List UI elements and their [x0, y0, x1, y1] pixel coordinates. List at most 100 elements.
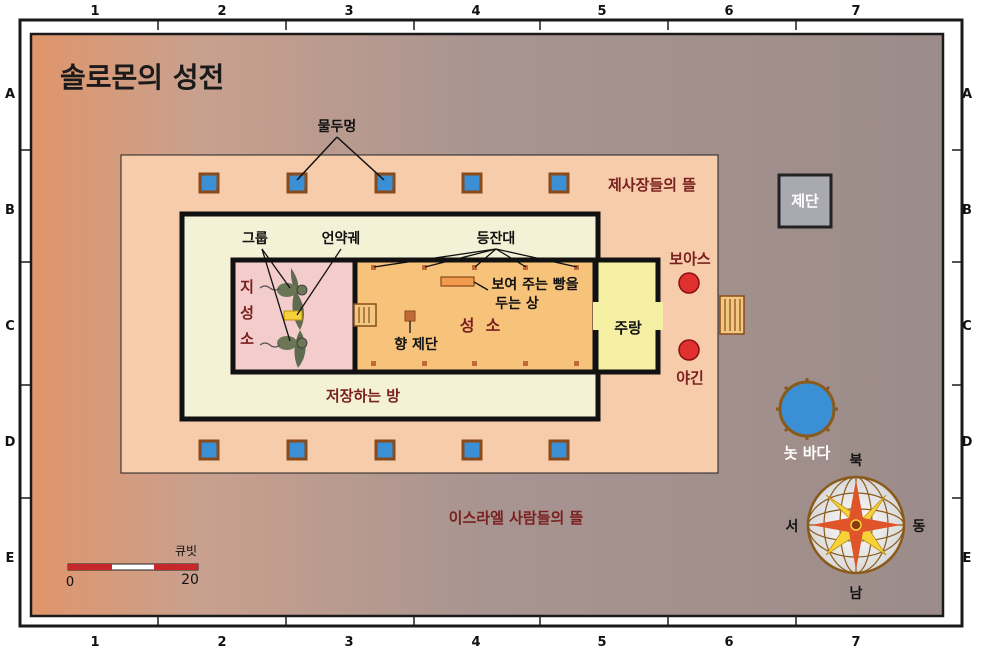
scale-unit: 큐빗: [175, 544, 197, 558]
scale-min: 0: [66, 575, 74, 590]
compass-south: 남: [850, 585, 863, 602]
label-cherubim: 그룹: [242, 231, 268, 247]
pillar-boaz: [678, 272, 700, 294]
lampstand: [371, 361, 376, 366]
bowl-stand: [286, 439, 308, 461]
compass-north: 북: [850, 453, 863, 469]
label-holiest-3: 소: [240, 330, 254, 348]
label-boaz: 보아스: [669, 250, 711, 268]
label-porch: 주랑: [614, 319, 642, 337]
label-lampstands: 등잔대: [477, 230, 516, 247]
label-altar: 제단: [791, 192, 819, 210]
label-showbread-1: 보여 주는 빵을: [491, 276, 578, 293]
col-label: 1: [90, 635, 99, 650]
label-bowls: 물두멍: [318, 118, 357, 135]
porch-opening-right: [655, 302, 663, 330]
lampstand: [422, 265, 427, 270]
steps-entrance: [719, 295, 745, 335]
bowl-stand: [461, 172, 483, 194]
col-label: 2: [217, 635, 226, 650]
col-label: 7: [851, 635, 860, 650]
label-israel-court: 이스라엘 사람들의 뜰: [449, 509, 584, 527]
label-holiest-2: 성: [240, 304, 254, 322]
compass-rose-main: [849, 525, 863, 570]
lampstand: [472, 361, 477, 366]
cherub-head: [296, 284, 308, 296]
bowls-pointer-lines: [296, 136, 385, 181]
cherubim: [259, 268, 308, 368]
compass-west: 서: [786, 519, 799, 535]
bowl-stand: [548, 439, 570, 461]
row-label: A: [5, 87, 15, 102]
col-label: 2: [217, 4, 226, 19]
molten-sea: [776, 378, 838, 440]
cherub-ark-pointers: [261, 248, 342, 342]
col-label: 7: [851, 4, 860, 19]
grid-row-labels-right: A B C D E: [962, 87, 973, 566]
col-label: 1: [90, 4, 99, 19]
grid-column-labels-top: 1 2 3 4 5 6 7: [90, 4, 860, 19]
row-label: C: [962, 319, 972, 334]
lampstand: [574, 361, 579, 366]
bowl-stand: [198, 172, 220, 194]
label-storerooms: 저장하는 방: [326, 387, 400, 405]
row-label: D: [962, 435, 973, 450]
compass: [806, 475, 906, 575]
cherub-head: [296, 337, 308, 349]
showbread-table: [440, 276, 475, 287]
label-jachin: 야긴: [676, 369, 704, 387]
pillar-row-top: [198, 172, 570, 194]
label-holy-place: 성 소: [460, 316, 501, 335]
cherub-body: [277, 283, 297, 297]
lampstand: [472, 265, 477, 270]
porch-opening-left: [593, 302, 601, 330]
pillar-jachin: [678, 339, 700, 361]
compass-east: 동: [913, 519, 926, 535]
col-label: 6: [724, 635, 733, 650]
col-label: 6: [724, 4, 733, 19]
showbread-pointer: [473, 281, 489, 291]
label-ark: 언약궤: [322, 230, 361, 247]
bowl-stand: [286, 172, 308, 194]
col-label: 3: [344, 635, 353, 650]
bowl-stand: [548, 172, 570, 194]
label-showbread-2: 두는 상: [495, 296, 539, 312]
row-label: D: [5, 435, 16, 450]
label-incense-altar: 향 제단: [394, 336, 438, 353]
holy-place: [352, 257, 598, 375]
scale-max: 20: [181, 572, 199, 588]
altar: [777, 173, 833, 229]
row-label: B: [5, 203, 15, 218]
col-label: 4: [471, 4, 480, 19]
row-label: E: [963, 551, 972, 566]
label-priests-court: 제사장들의 뜰: [608, 176, 696, 194]
row-label: B: [962, 203, 972, 218]
map-title: 솔로몬의 성전: [60, 61, 224, 94]
lampstand: [371, 265, 376, 270]
grid-row-labels-left: A B C D E: [5, 87, 16, 566]
lampstand: [523, 265, 528, 270]
row-label: C: [5, 319, 15, 334]
bowl-stand: [374, 172, 396, 194]
porch: [593, 257, 661, 375]
grid-ticks: [20, 20, 962, 626]
grid-column-labels-bottom: 1 2 3 4 5 6 7: [90, 635, 860, 650]
label-molten-sea: 놋 바다: [784, 444, 831, 462]
bowl-stand: [461, 439, 483, 461]
row-label: A: [962, 87, 972, 102]
col-label: 3: [344, 4, 353, 19]
row-label: E: [6, 551, 15, 566]
compass-rose-main: [811, 518, 856, 532]
col-label: 4: [471, 635, 480, 650]
pillar-row-bottom: [198, 439, 570, 461]
cherub-body: [277, 336, 297, 350]
bowl-stand: [198, 439, 220, 461]
compass-rose-main: [849, 480, 863, 525]
incense-altar: [404, 310, 416, 322]
lampstand-pointer-lines: [373, 248, 578, 268]
steps-inner: [353, 303, 377, 327]
scale-bar: [67, 563, 199, 571]
lampstand: [523, 361, 528, 366]
label-holiest-1: 지: [240, 278, 254, 296]
